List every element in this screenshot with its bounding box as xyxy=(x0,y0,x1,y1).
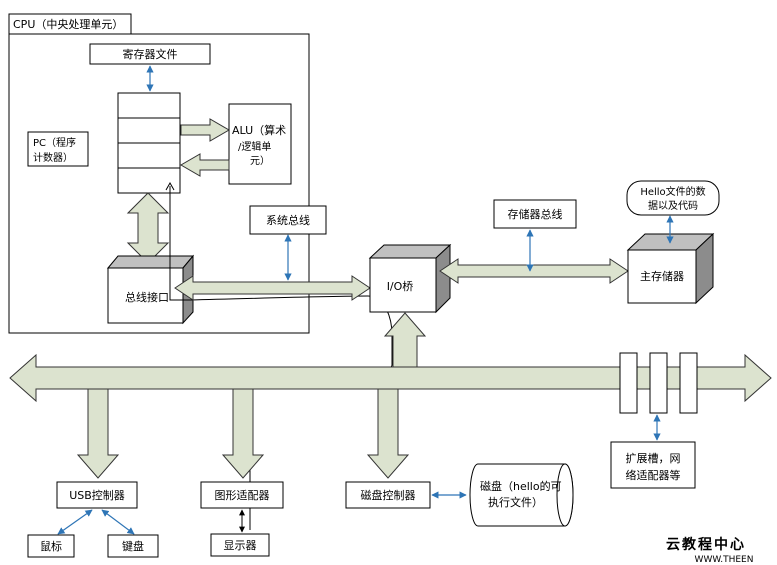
memory-bus-label-box xyxy=(493,199,577,229)
pc-label-1: PC（程序 xyxy=(33,136,76,149)
display-box xyxy=(210,533,270,557)
keyboard-link xyxy=(101,509,135,535)
alu-label-3: 元） xyxy=(250,155,270,167)
hello-data-label-2: 据以及代码 xyxy=(648,199,698,212)
system-bus-label-box xyxy=(249,205,327,235)
main-memory-label: 主存储器 xyxy=(640,269,684,283)
watermark-url: WWW.THEEN xyxy=(695,555,754,565)
graphics-adapter-label: 图形适配器 xyxy=(215,489,270,502)
io-bridge-label: I/O桥 xyxy=(387,280,414,293)
expansion-label-2: 络适配器等 xyxy=(626,468,681,482)
arrow-registers-bus-interface xyxy=(126,192,170,264)
hello-data-box xyxy=(626,180,720,216)
arrow-bus-to-graphics xyxy=(221,388,265,479)
keyboard-box xyxy=(107,534,159,558)
usb-controller-label: USB控制器 xyxy=(69,488,125,502)
arrow-bus-to-disk xyxy=(366,388,410,479)
disk-controller-box xyxy=(345,481,431,509)
expansion-label-box xyxy=(610,441,696,489)
io-bridge-box xyxy=(368,243,452,314)
memory-bus-arrow xyxy=(439,258,629,284)
expansion-slot-3 xyxy=(679,352,698,414)
io-bridge-up-arrow xyxy=(383,312,427,371)
expansion-slot-1 xyxy=(619,352,638,414)
alu-label-1: ALU（算术 xyxy=(232,123,286,137)
arrow-bus-to-usb xyxy=(76,388,120,479)
cpu-title-box xyxy=(8,13,132,35)
keyboard-label: 键盘 xyxy=(122,539,144,553)
system-bus-label: 系统总线 xyxy=(266,213,310,227)
disk-label-1: 磁盘（hello的可 xyxy=(480,479,562,493)
mouse-box xyxy=(27,534,75,558)
bus-interface-label: 总线接口 xyxy=(125,290,169,304)
display-label: 显示器 xyxy=(224,539,257,552)
alu-box xyxy=(228,103,292,185)
disk-cylinder xyxy=(469,463,574,527)
arrow-registers-to-alu xyxy=(180,118,230,142)
usb-controller-box xyxy=(56,481,138,509)
expansion-label-1: 扩展槽，网 xyxy=(626,451,681,465)
register-file-box xyxy=(89,43,211,65)
register-stack xyxy=(117,92,181,194)
data-flow-line-end xyxy=(165,181,175,191)
disk-controller-label: 磁盘控制器 xyxy=(361,488,416,502)
register-file-label: 寄存器文件 xyxy=(123,47,178,61)
alu-label-2: /逻辑单 xyxy=(238,140,271,153)
watermark-name: 云教程中心 xyxy=(666,536,746,553)
cpu-container xyxy=(8,33,310,334)
arrow-alu-to-registers xyxy=(180,153,230,177)
mouse-label: 鼠标 xyxy=(40,539,62,553)
data-flow-line xyxy=(169,186,393,530)
memory-bus-label: 存储器总线 xyxy=(508,207,563,221)
main-memory-box xyxy=(626,232,715,305)
io-bus-arrow xyxy=(9,353,772,403)
cpu-title: CPU（中央处理单元） xyxy=(13,18,123,31)
graphics-adapter-box xyxy=(200,481,284,509)
pc-label-2: 计数器） xyxy=(33,151,73,164)
hello-data-label-1: Hello文件的数 xyxy=(640,185,705,198)
mouse-link xyxy=(57,509,93,535)
pc-box xyxy=(27,131,89,167)
expansion-slot-2 xyxy=(649,352,668,414)
disk-label-2: 执行文件） xyxy=(488,495,543,509)
